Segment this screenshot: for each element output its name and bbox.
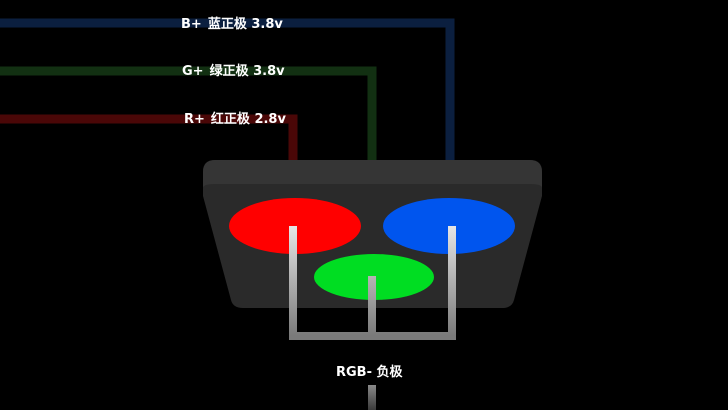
common-cathode-label: RGB- 负极 [336,365,403,381]
green-anode-name: 绿正极 [209,64,249,79]
green-anode-voltage: 3.8v [253,64,285,79]
common-cathode-pin: RGB- [336,365,372,380]
blue-anode-pin: B+ [181,17,202,32]
blue-anode-voltage: 3.8v [251,17,283,32]
green-anode-label: G+ 绿正极 3.8v [182,64,285,80]
red-anode-label: R+ 红正极 2.8v [184,112,286,128]
cathode-lead-tail [368,385,376,410]
red-anode-voltage: 2.8v [254,112,286,127]
red-anode-name: 红正极 [210,112,250,127]
led-package-body [203,160,542,308]
blue-anode-name: 蓝正极 [207,17,247,32]
blue-anode-wire [0,18,455,215]
led-package-top [203,160,542,188]
cathode-lead-frame [289,226,456,340]
green-anode-pin: G+ [182,64,204,79]
common-cathode-name: 负极 [376,365,403,380]
blue-anode-label: B+ 蓝正极 3.8v [181,17,283,33]
red-anode-pin: R+ [184,112,205,127]
